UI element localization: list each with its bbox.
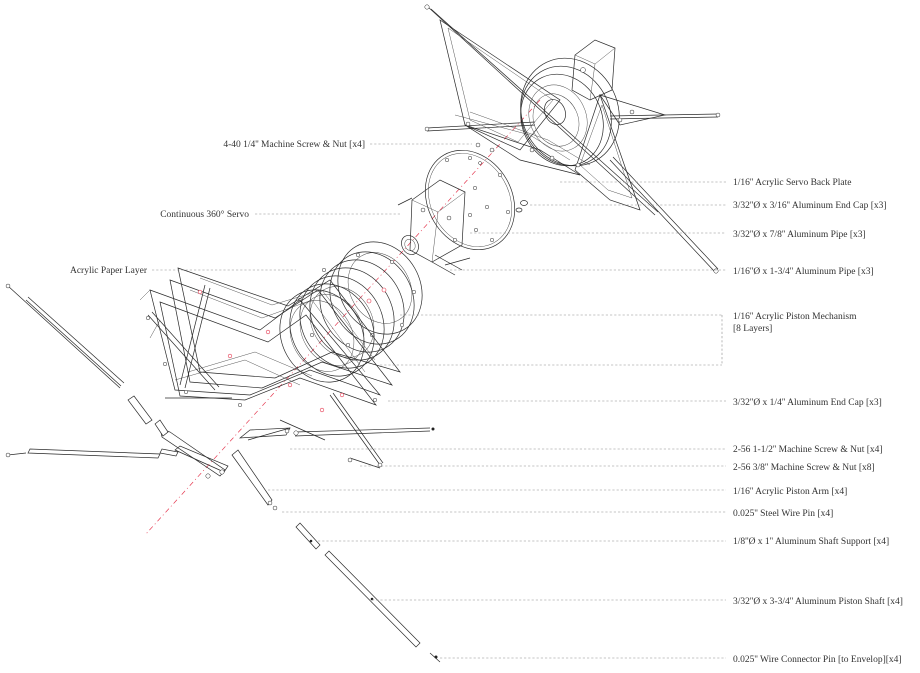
label-piston-mechanism-layers: [8 Layers] (733, 324, 772, 334)
piston-arms (159, 427, 291, 506)
machine-screws (165, 397, 435, 469)
label-acrylic-paper-layer: Acrylic Paper Layer (70, 266, 148, 276)
label-end-cap-1-4: 3/32''Ø x 1/4'' Aluminum End Cap [x3] (733, 398, 882, 408)
acrylic-star-layers (139, 267, 401, 468)
continuous-servo (397, 179, 479, 276)
leader-lines-left (152, 143, 472, 271)
leader-lines-right (268, 181, 726, 659)
labels-left: 4-40 1/4'' Machine Screw & Nut [x4] Cont… (70, 140, 365, 276)
label-piston-mechanism: 1/16'' Acrylic Piston Mechanism (733, 312, 857, 322)
servo-back-plate (424, 142, 528, 251)
label-wire-connector-pin: 0.025'' Wire Connector Pin [to Envelop][… (733, 655, 902, 665)
label-end-cap-3-16: 3/32''Ø x 3/16'' Aluminum End Cap [x3] (733, 201, 887, 211)
top-star-frame (424, 4, 721, 274)
labels-right: 1/16'' Acrylic Servo Back Plate 3/32''Ø … (733, 178, 903, 665)
label-pipe-1-3-4: 1/16''Ø x 1-3/4'' Aluminum Pipe [x3] (733, 267, 874, 277)
label-piston-shaft: 3/32''Ø x 3-3/4'' Aluminum Piston Shaft … (733, 596, 903, 607)
label-pipe-7-8: 3/32''Ø x 7/8'' Aluminum Pipe [x3] (733, 230, 866, 240)
label-machine-screw-3-8: 2-56 3/8'' Machine Screw & Nut [x8] (733, 463, 875, 473)
label-piston-arm: 1/16'' Acrylic Piston Arm [x4] (733, 487, 847, 497)
label-shaft-support: 1/8''Ø x 1'' Aluminum Shaft Support [x4] (733, 536, 889, 547)
label-servo-back-plate: 1/16'' Acrylic Servo Back Plate (733, 178, 851, 188)
assembly-axis (144, 99, 541, 536)
lower-shafts (272, 505, 441, 663)
label-steel-wire-pin: 0.025'' Steel Wire Pin [x4] (733, 509, 833, 519)
label-continuous-servo: Continuous 360° Servo (160, 209, 249, 220)
piston-mechanism-layers (279, 241, 423, 383)
left-rods (5, 283, 179, 459)
label-machine-screw-4-40: 4-40 1/4'' Machine Screw & Nut [x4] (223, 140, 365, 150)
label-machine-screw-1-1-2: 2-56 1-1/2'' Machine Screw & Nut [x4] (733, 445, 883, 455)
